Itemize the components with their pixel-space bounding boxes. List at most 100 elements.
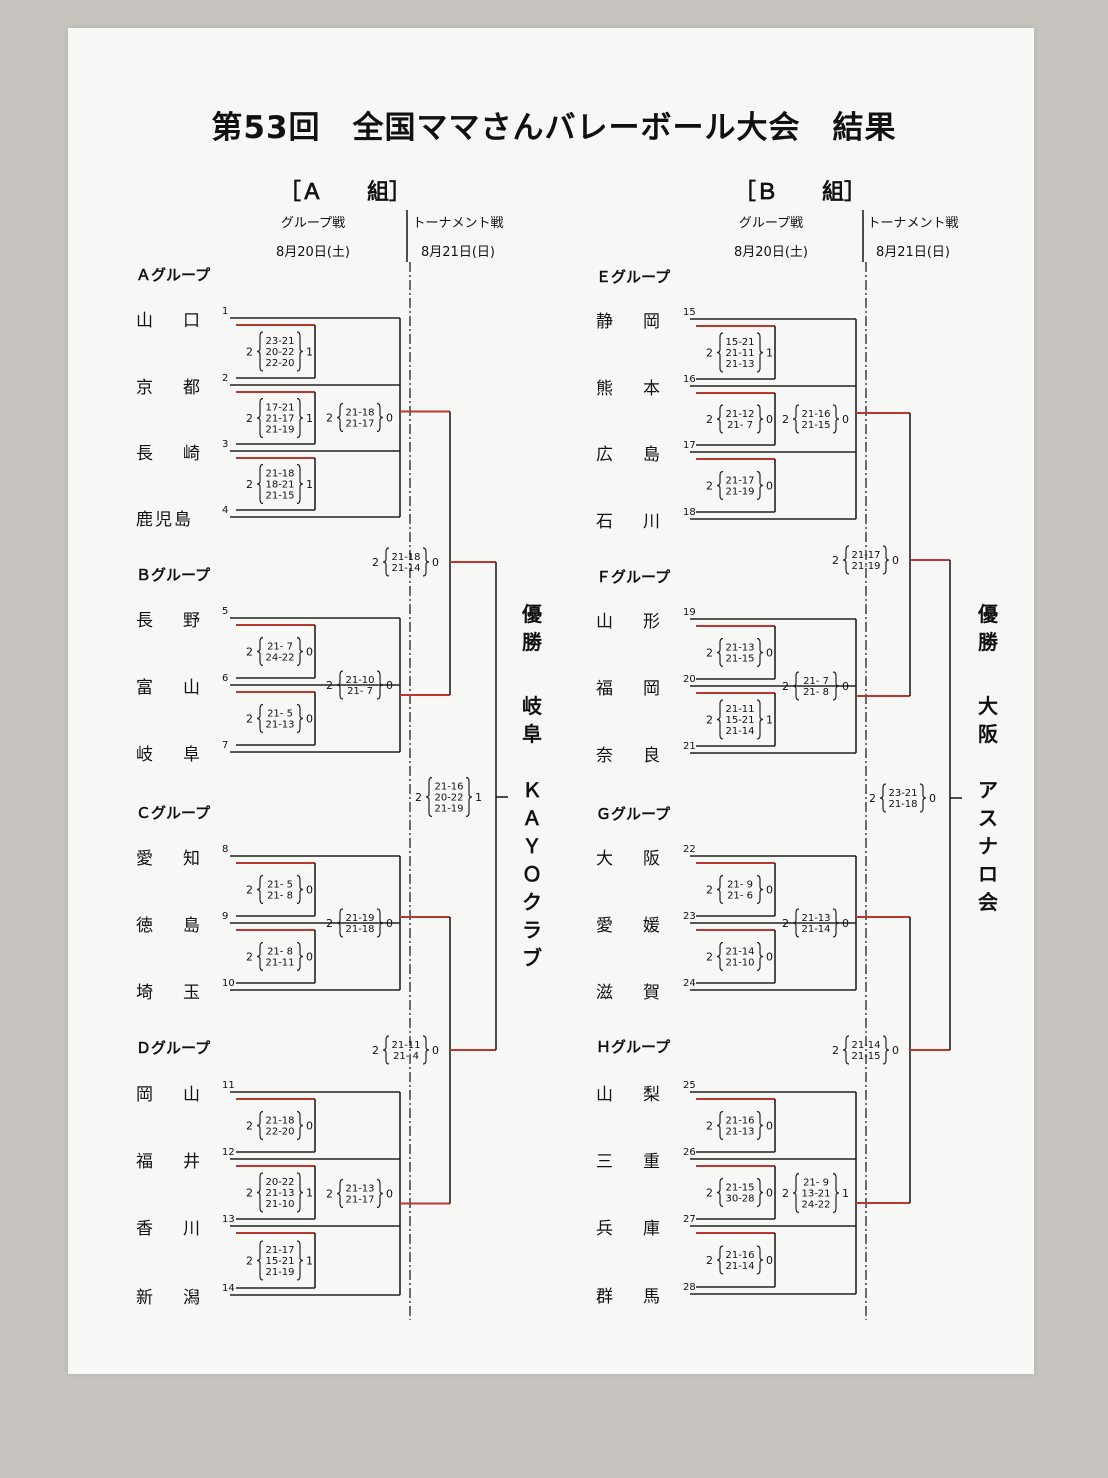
- division-b-group-3-final-set-score: 21-14: [801, 924, 830, 935]
- division-a-group-1-team-name: 山口: [136, 311, 230, 331]
- division-b-group-2-match-2-set-score: 15-21: [725, 715, 754, 726]
- division-b-group-1-match-2-set-score: 21- 7: [727, 420, 753, 431]
- division-b-group-4-match-1-sets-won-a: 2: [706, 1120, 713, 1133]
- division-b-group-stage-date: 8月20日(土): [734, 245, 808, 260]
- division-a-group-1-match-1-right-brace: [296, 331, 304, 372]
- division-b-group-1-match-1-sets-won-b: 1: [766, 347, 773, 360]
- division-a-group-1-match-1-sets-won-b: 1: [306, 346, 313, 359]
- division-b-group-4-team-seed: 26: [683, 1147, 696, 1158]
- division-b-group-4-match-2-right-brace: [756, 1177, 764, 1208]
- division-a-semi-1-set-score: 21-14: [391, 563, 420, 574]
- division-a-group-4-final-set-score: 21-17: [345, 1195, 374, 1206]
- division-a-group-1-team-seed: 2: [222, 373, 229, 384]
- division-a-group-1-final-left-brace: [336, 402, 344, 433]
- division-a-group-2-team-name: 岐阜: [136, 745, 230, 765]
- division-a-group-1-team-name: 鹿児島: [136, 510, 193, 530]
- division-a-championship-right-brace: [465, 776, 473, 818]
- division-b-winner-name: 大阪 アスナロ会: [978, 694, 998, 914]
- division-a-group-3-team-seed: 8: [222, 844, 229, 855]
- division-b-group-3-final-right-brace: [832, 908, 840, 938]
- division-b-group-3-match-2-set-score: 21-10: [725, 958, 754, 969]
- division-b-group-3-final-sets-won-b: 0: [842, 917, 849, 930]
- division-a-championship-sets-won-a: 2: [415, 791, 422, 804]
- division-b-group-3-match-2-set-score: 21-14: [725, 947, 754, 958]
- division-a-group-2-final-right-brace: [376, 670, 384, 700]
- division-b-group-4-match-1-left-brace: [716, 1110, 724, 1141]
- division-b-group-2-match-2-sets-won-b: 1: [766, 714, 773, 727]
- division-a-group-3-match-1-set-score: 21- 5: [267, 880, 293, 891]
- division-b-group-3-team-name: 大阪: [596, 849, 690, 869]
- division-a-group-3-match-1-right-brace: [296, 874, 304, 905]
- division-a-championship-left-brace: [425, 776, 433, 818]
- division-a-group-2-match-1-left-brace: [256, 636, 264, 667]
- division-a-championship-set-score: 21-19: [434, 804, 463, 815]
- division-a-group-4-match-3-left-brace: [256, 1240, 264, 1281]
- division-b-group-2-team-name: 山形: [596, 612, 690, 632]
- division-a-group-1-match-1-set-score: 22-20: [265, 358, 294, 369]
- division-a-group-4-final-sets-won-a: 2: [326, 1188, 333, 1201]
- division-a-group-1-final-set-score: 21-17: [345, 419, 374, 430]
- division-b-semi-2-sets-won-b: 0: [892, 1044, 899, 1057]
- division-a-group-4-match-2-left-brace: [256, 1172, 264, 1213]
- division-b-group-3-team-seed: 22: [683, 844, 696, 855]
- division-a-group-4-match-3-sets-won-a: 2: [246, 1255, 253, 1268]
- division-a-group-2-team-seed: 6: [222, 673, 229, 684]
- division-b-group-3-match-1-set-score: 21- 9: [727, 880, 753, 891]
- division-a-group-3-match-2-set-score: 21-11: [265, 958, 294, 969]
- division-b-group-4-team-seed: 27: [683, 1214, 696, 1225]
- division-b-group-1-match-3-sets-won-b: 0: [766, 480, 773, 493]
- division-b-group-2-match-2-left-brace: [716, 699, 724, 740]
- division-a-group-1-match-2-sets-won-a: 2: [246, 412, 253, 425]
- division-a-group-4-final-set-score: 21-13: [345, 1184, 374, 1195]
- division-b-group-4-team-name: 三重: [596, 1152, 690, 1172]
- division-a-group-1-match-3-sets-won-a: 2: [246, 478, 253, 491]
- division-a-tournament-label: トーナメント戦: [412, 216, 504, 231]
- division-a-group-4-team-name: 新潟: [136, 1288, 230, 1308]
- division-b-header: ［Ｂ 組］: [733, 180, 867, 205]
- division-a-group-3-match-1-sets-won-b: 0: [306, 884, 313, 897]
- division-b-group-1-match-3-right-brace: [756, 470, 764, 501]
- division-a-semi-2-left-brace: [382, 1035, 390, 1065]
- division-b-winner-label: 優勝: [978, 602, 998, 654]
- division-a-group-4-match-2-set-score: 21-13: [265, 1188, 294, 1199]
- division-b-group-3-team-seed: 23: [683, 911, 696, 922]
- division-a-group-3-final-sets-won-a: 2: [326, 917, 333, 930]
- division-a-group-stage-label: グループ戦: [280, 216, 346, 231]
- division-b-group-4-final-set-score: 21- 9: [803, 1178, 829, 1189]
- division-a-group-1-final-sets-won-a: 2: [326, 412, 333, 425]
- division-a-group-3-match-2-left-brace: [256, 941, 264, 972]
- division-a-group-2-team-seed: 5: [222, 606, 229, 617]
- division-a-group-1-match-2-set-score: 21-17: [265, 414, 294, 425]
- division-a-group-1-match-3-set-score: 21-18: [265, 469, 294, 480]
- division-b-semi-1-right-brace: [882, 545, 890, 575]
- division-b-group-1-match-2-sets-won-a: 2: [706, 413, 713, 426]
- division-b-group-3-team-name: 滋賀: [596, 983, 690, 1003]
- division-a-group-1-match-1-set-score: 20-22: [265, 347, 294, 358]
- division-b-group-4-final-sets-won-a: 2: [782, 1187, 789, 1200]
- division-a-group-stage-date: 8月20日(土): [276, 245, 350, 260]
- division-b-group-1-match-2-sets-won-b: 0: [766, 413, 773, 426]
- division-a-group-3-match-1-set-score: 21- 8: [267, 891, 293, 902]
- division-b-group-4-team-name: 兵庫: [596, 1219, 690, 1239]
- division-b-group-1-match-2-set-score: 21-12: [725, 409, 754, 420]
- division-b-group-2-match-1-sets-won-a: 2: [706, 647, 713, 660]
- division-a-group-3-team-name: 愛知: [136, 849, 230, 869]
- division-b-group-3-match-2-left-brace: [716, 941, 724, 972]
- division-a-group-4-match-3-sets-won-b: 1: [306, 1255, 313, 1268]
- division-a-championship-sets-won-b: 1: [475, 791, 482, 804]
- division-b-championship-left-brace: [879, 783, 887, 813]
- division-a-group-1-match-2-right-brace: [296, 397, 304, 439]
- division-b-group-3-match-2-sets-won-a: 2: [706, 951, 713, 964]
- division-a-group-4-team-name: 福井: [136, 1152, 230, 1172]
- division-b-group-4-match-1-right-brace: [756, 1110, 764, 1141]
- division-b-semi-1-sets-won-a: 2: [832, 554, 839, 567]
- division-b-group-1-team-name: 静岡: [596, 312, 690, 332]
- division-b-group-3-match-1-sets-won-a: 2: [706, 884, 713, 897]
- division-a-group-4-name: Ｄグループ: [136, 1039, 211, 1057]
- division-b-group-2-final-set-score: 21- 8: [803, 687, 829, 698]
- division-b-group-stage-label: グループ戦: [738, 216, 804, 231]
- division-a-group-1-match-2-left-brace: [256, 397, 264, 439]
- division-b-group-3-match-1-right-brace: [756, 874, 764, 905]
- division-a-group-3-match-1-left-brace: [256, 874, 264, 905]
